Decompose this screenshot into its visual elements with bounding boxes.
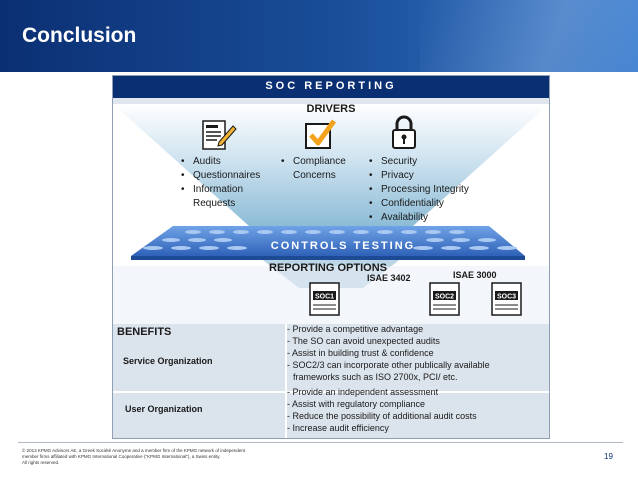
footer-divider <box>18 442 623 443</box>
user-benefit-line: - Assist with regulatory compliance <box>287 399 426 409</box>
soc3-label: SOC3 <box>497 294 516 301</box>
driver-item: Questionnaires <box>181 169 260 183</box>
controls-testing-label: CONTROLS TESTING <box>270 240 416 252</box>
user-benefit-line: - Reduce the possibility of additional a… <box>287 411 477 421</box>
drivers-list-security: Security Privacy Processing Integrity Co… <box>369 155 469 225</box>
document-pen-icon <box>202 120 237 150</box>
driver-item: Compliance <box>281 155 346 169</box>
service-org-label: Service Organization <box>123 356 213 366</box>
benefits-section <box>113 324 549 438</box>
soc1-label: SOC1 <box>315 294 334 301</box>
soc-reporting-panel: SOC REPORTING DRIVERS Audits Questionnai… <box>112 75 550 439</box>
service-benefit-line: - Assist in building trust & confidence <box>287 348 434 358</box>
header-banner: Conclusion <box>0 0 638 72</box>
driver-item: Privacy <box>369 169 469 183</box>
user-benefit-line: - Provide an independent assessment <box>287 387 439 397</box>
page-title: Conclusion <box>22 24 137 47</box>
driver-item: Audits <box>181 155 260 169</box>
drivers-title: DRIVERS <box>306 103 356 115</box>
padlock-icon <box>392 115 416 149</box>
user-benefit-line: - Increase audit efficiency <box>287 423 389 433</box>
service-benefit-line: - The SO can avoid unexpected audits <box>287 336 440 346</box>
driver-item: Processing Integrity <box>369 183 469 197</box>
driver-item: Security <box>369 155 469 169</box>
reporting-options-title: REPORTING OPTIONS <box>269 262 387 274</box>
benefits-column-divider <box>285 324 287 438</box>
driver-item-cont: Concerns <box>293 170 336 181</box>
soc3-document-icon: SOC3 <box>491 282 522 316</box>
footer-line: © 2013 KPMG Advisors AE, a Greek Société… <box>22 448 246 453</box>
platform-edge <box>131 256 525 260</box>
service-benefit-line: - SOC2/3 can incorporate other publicall… <box>287 360 490 370</box>
footer-copyright: © 2013 KPMG Advisors AE, a Greek Société… <box>22 448 282 466</box>
soc2-label: SOC2 <box>435 294 454 301</box>
header-shine <box>420 0 638 72</box>
drivers-list-audits: Audits Questionnaires Information Reques… <box>181 155 260 211</box>
page-number: 19 <box>604 452 613 461</box>
benefits-row-divider <box>113 391 549 393</box>
platform-holes <box>143 230 517 250</box>
soc2-document-icon: SOC2 <box>429 282 460 316</box>
footer-line: member firms affiliated with KPMG Intern… <box>22 454 221 459</box>
soc1-document-icon: SOC1 <box>309 282 340 316</box>
isae-3402-label: ISAE 3402 <box>367 273 411 283</box>
driver-item: Confidentiality <box>369 197 469 211</box>
drivers-list-compliance: Compliance Concerns <box>281 155 346 183</box>
service-benefit-line: - Provide a competitive advantage <box>287 324 424 334</box>
panel-title-bar: SOC REPORTING <box>113 76 549 98</box>
driver-item: Availability <box>369 211 469 225</box>
service-benefit-line: frameworks such as ISO 2700x, PCI/ etc. <box>293 372 458 382</box>
checkbox-icon <box>305 119 337 149</box>
panel-title: SOC REPORTING <box>265 80 397 92</box>
benefits-title: BENEFITS <box>117 326 172 338</box>
driver-item-cont: Requests <box>193 198 236 209</box>
footer-line: All rights reserved. <box>22 460 60 465</box>
driver-item: Information <box>181 183 260 197</box>
user-org-label: User Organization <box>125 404 203 414</box>
panel-subbar <box>113 98 549 104</box>
isae-3000-label: ISAE 3000 <box>453 270 497 280</box>
